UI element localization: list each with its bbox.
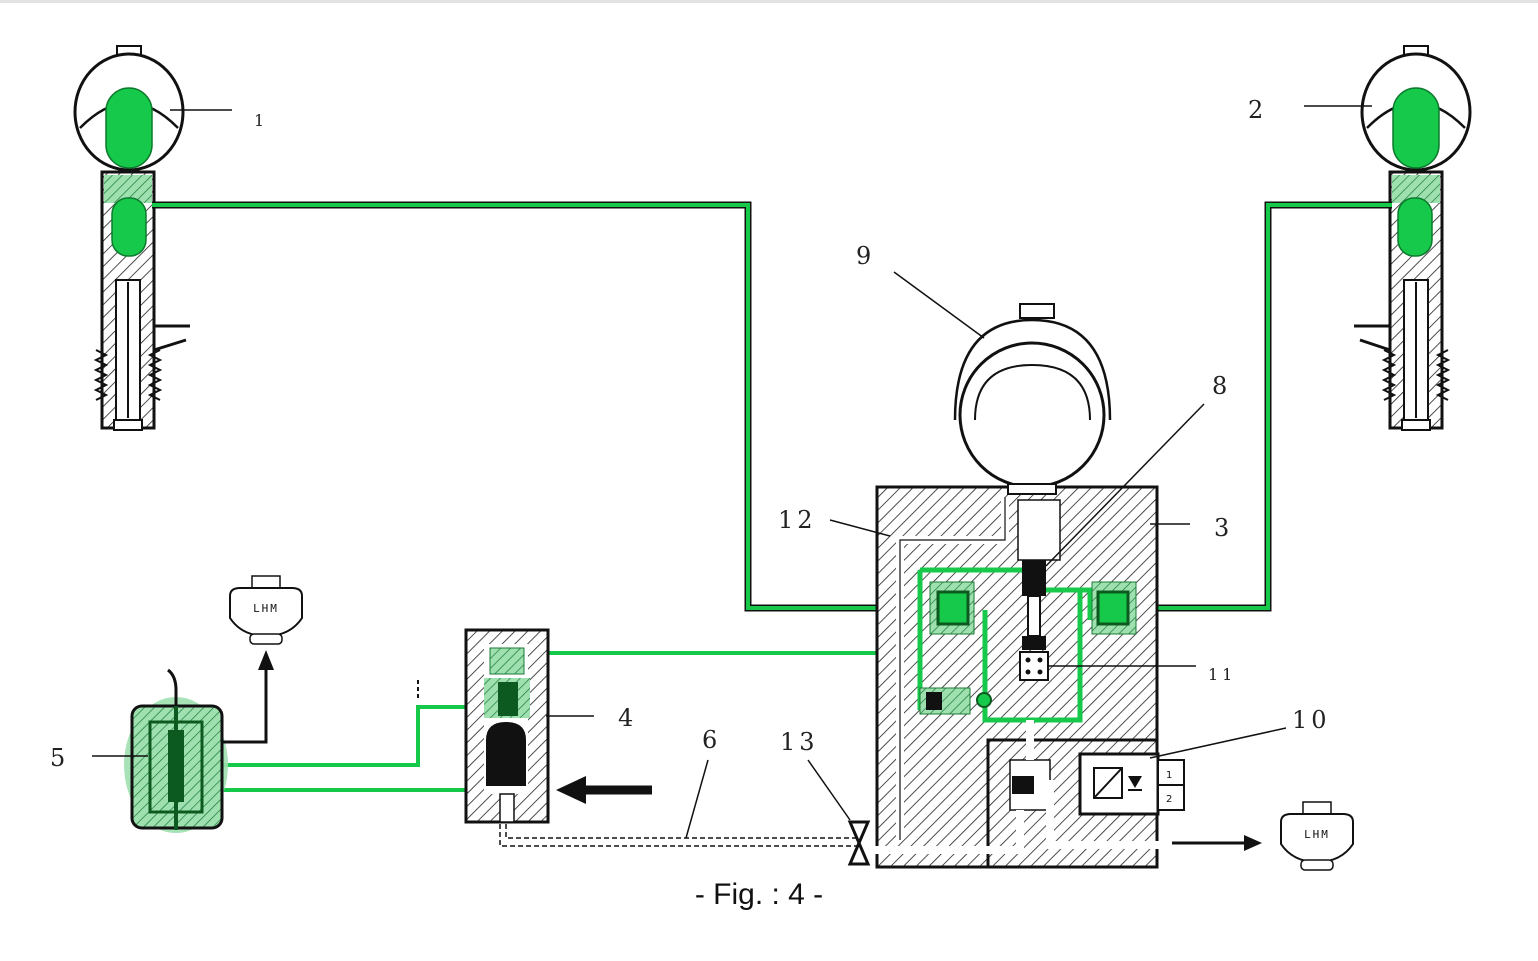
callout-6: 6 — [702, 726, 717, 754]
switch-terminal-1: 1 — [1166, 770, 1172, 781]
callout-8: 8 — [1212, 372, 1227, 400]
callout-numbers: 1 2 3 4 5 6 8 9 10 11 12 13 — [50, 96, 1331, 772]
callout-2: 2 — [1248, 96, 1263, 124]
lhm-label-right: LHM — [1304, 828, 1330, 841]
callout-9: 9 — [856, 242, 871, 270]
lhm-label-left: LHM — [253, 602, 279, 615]
switch-terminal-2: 2 — [1166, 794, 1172, 805]
callout-3: 3 — [1214, 514, 1229, 542]
leader-lines — [92, 105, 1372, 839]
left-suspension-cylinder — [73, 45, 190, 431]
pressure-pipes — [152, 201, 1392, 847]
callout-4: 4 — [618, 704, 633, 732]
electrovalve-switch: 1 2 — [1078, 752, 1185, 816]
accumulator-sphere — [953, 303, 1112, 495]
distributor — [124, 650, 274, 833]
lhm-reservoir-right: LHM — [1172, 801, 1354, 871]
figure-caption: - Fig. : 4 - — [694, 878, 824, 911]
callout-13: 13 — [780, 728, 819, 756]
callout-11: 11 — [1208, 665, 1236, 684]
callout-5: 5 — [50, 744, 65, 772]
right-suspension-cylinder — [1354, 45, 1472, 431]
callout-10: 10 — [1292, 706, 1331, 734]
anti-sink-valve — [464, 628, 652, 824]
callout-12: 12 — [778, 506, 817, 534]
bleed-screw — [847, 820, 871, 866]
callout-1: 1 — [254, 111, 264, 130]
top-border — [0, 0, 1538, 3]
lhm-reservoir-left: LHM — [229, 575, 303, 645]
